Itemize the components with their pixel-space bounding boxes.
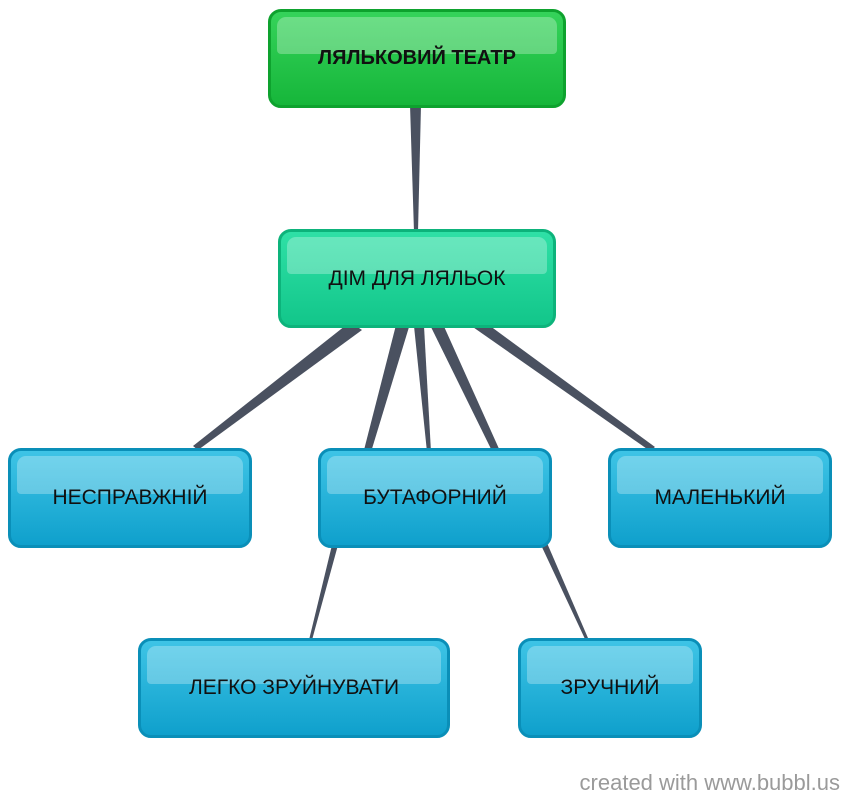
connector-hub-butaf-1 [364, 325, 409, 452]
node-easy-to-destroy-label: ЛЕГКО ЗРУЙНУВАТИ [188, 676, 400, 699]
node-convenient[interactable]: ЗРУЧНИЙ [518, 638, 702, 738]
connector-butaf-zruch [541, 543, 588, 639]
connector-root-hub [410, 105, 421, 232]
node-convenient-label: ЗРУЧНИЙ [560, 676, 660, 699]
connector-butaf-legko [309, 545, 338, 640]
node-prop-label: БУТАФОРНИЙ [363, 486, 507, 509]
node-small[interactable]: МАЛЕНЬКИЙ [608, 448, 832, 548]
node-easy-to-destroy[interactable]: ЛЕГКО ЗРУЙНУВАТИ [138, 638, 450, 738]
node-prop[interactable]: БУТАФОРНИЙ [318, 448, 552, 548]
connector-hub-nespr [193, 322, 362, 450]
connector-hub-butaf-2 [414, 326, 431, 452]
node-small-label: МАЛЕНЬКИЙ [654, 486, 786, 509]
connector-hub-butaf-3 [430, 322, 500, 453]
bubbl-credit[interactable]: created with www.bubbl.us [579, 770, 840, 795]
node-dollhouse-label: ДІМ ДЛЯ ЛЯЛЬОК [328, 266, 506, 290]
node-dollhouse[interactable]: ДІМ ДЛЯ ЛЯЛЬОК [278, 229, 556, 328]
node-puppet-theatre[interactable]: ЛЯЛЬКОВИЙ ТЕАТР [268, 9, 566, 108]
node-not-real-label: НЕСПРАВЖНІЙ [52, 486, 208, 509]
node-puppet-theatre-label: ЛЯЛЬКОВИЙ ТЕАТР [318, 47, 516, 69]
connector-hub-malen [470, 320, 655, 451]
node-not-real[interactable]: НЕСПРАВЖНІЙ [8, 448, 252, 548]
